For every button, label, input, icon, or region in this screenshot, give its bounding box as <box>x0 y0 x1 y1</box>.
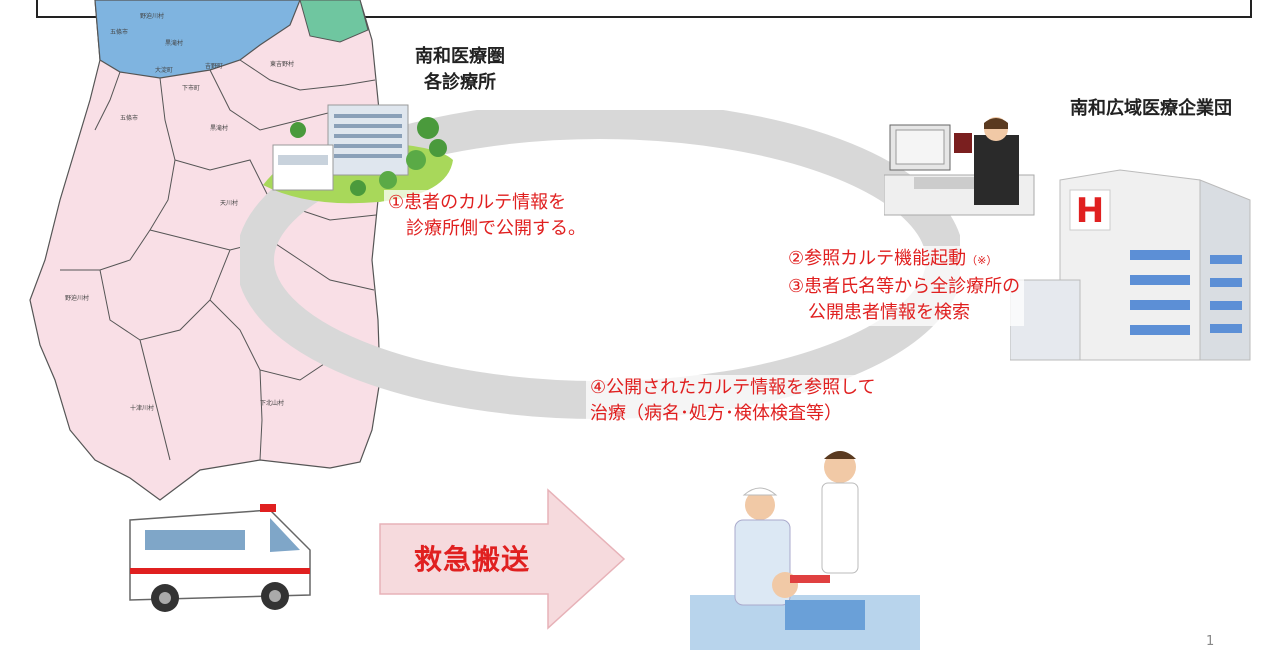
medical-staff-illustration <box>690 451 920 650</box>
step1-line1: ①患者のカルテ情報を <box>384 190 590 216</box>
ambulance-illustration <box>129 504 311 612</box>
step1-text: ①患者のカルテ情報を 診療所側で公開する。 <box>384 190 590 242</box>
step2-text: ②参照カルテ機能起動 <box>788 248 967 269</box>
step3-line2: 公開患者情報を検索 <box>784 300 1025 326</box>
svg-text:黒滝村: 黒滝村 <box>210 124 228 132</box>
clinic-building-illustration <box>263 104 453 204</box>
step4-line2: 治療（病名･処方･検体検査等） <box>586 401 880 427</box>
svg-text:天川村: 天川村 <box>220 199 238 207</box>
step3-line1: ③患者氏名等から全診療所の <box>784 274 1025 300</box>
clinics-label-line2: 各診療所 <box>424 72 496 93</box>
step4-line1: ④公開されたカルテ情報を参照して <box>586 375 880 401</box>
transport-arrow <box>379 488 626 630</box>
svg-text:大淀町: 大淀町 <box>155 66 173 74</box>
enterprise-label-text: 南和広域医療企業団 <box>1070 98 1232 119</box>
clinics-label-line1: 南和医療圏 <box>415 46 505 67</box>
step1-line2: 診療所側で公開する。 <box>384 216 590 242</box>
step2-note: （※） <box>966 254 998 267</box>
svg-text:十津川村: 十津川村 <box>130 404 154 412</box>
svg-text:五條市: 五條市 <box>110 28 128 36</box>
svg-text:東吉野村: 東吉野村 <box>270 60 294 68</box>
office-worker-illustration <box>884 117 1035 216</box>
page-number: 1 <box>1206 634 1215 649</box>
svg-text:野迫川村: 野迫川村 <box>65 294 89 302</box>
hospital-illustration: H <box>1010 169 1251 361</box>
svg-text:黒滝村: 黒滝村 <box>165 39 183 47</box>
step2-3-text: ②参照カルテ機能起動（※） ③患者氏名等から全診療所の 公開患者情報を検索 <box>784 246 1025 326</box>
enterprise-label: 南和広域医療企業団 <box>1070 96 1232 122</box>
step4-text: ④公開されたカルテ情報を参照して 治療（病名･処方･検体検査等） <box>586 375 880 427</box>
svg-text:H: H <box>1076 191 1104 231</box>
svg-text:吉野町: 吉野町 <box>205 62 223 70</box>
step2-line: ②参照カルテ機能起動（※） <box>784 246 1025 274</box>
svg-text:五條市: 五條市 <box>120 114 138 122</box>
clinics-label: 南和医療圏 各診療所 <box>400 44 520 96</box>
svg-text:野迫川村: 野迫川村 <box>140 12 164 20</box>
transport-label: 救急搬送 <box>414 543 531 576</box>
svg-text:下北山村: 下北山村 <box>260 399 284 407</box>
svg-text:下市町: 下市町 <box>182 84 200 92</box>
